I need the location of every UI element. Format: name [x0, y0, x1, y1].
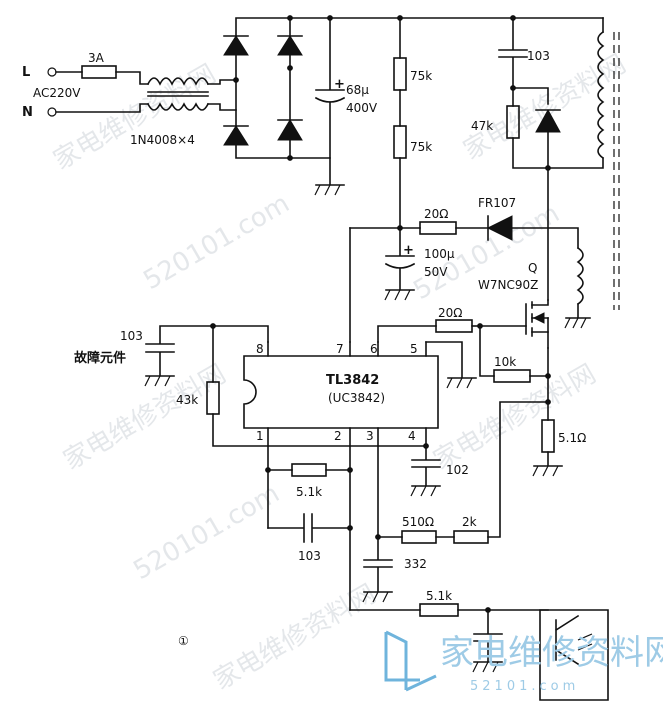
pin-2-label: 2: [334, 429, 342, 443]
fuse-label: 3A: [88, 51, 105, 65]
cs-filter: 332 510Ω 2k: [362, 401, 549, 603]
opto-res: [419, 603, 459, 617]
ic-alt: (UC3842): [328, 391, 385, 405]
cs-res: [493, 369, 531, 383]
fuse: [81, 65, 117, 79]
r-start-2: [393, 125, 407, 159]
vcc-cap-plus: +: [403, 243, 414, 258]
ic-tl3842: TL3842 (UC3842) 8 7 6 5 1 2 3 4: [243, 341, 439, 447]
watermark-cn: 家电维修资料网: [59, 359, 232, 476]
flyback-transformer: [547, 17, 620, 329]
pin-6-label: 6: [370, 342, 378, 356]
diode-d3-icon: [223, 125, 249, 146]
startup-resistors: 75k 75k: [393, 15, 432, 229]
pin-4-label: 4: [408, 429, 416, 443]
r-start-2-label: 75k: [410, 140, 432, 154]
figure-number: ①: [178, 634, 189, 648]
gate-res: [435, 319, 473, 333]
cs-res-label: 10k: [494, 355, 516, 369]
terminal-n-label: N: [22, 105, 33, 120]
mains-label: AC220V: [33, 86, 81, 100]
opto-transistor-icon: [554, 614, 580, 666]
filter-res-2-label: 2k: [462, 515, 477, 529]
bulk-cap-voltage: 400V: [346, 101, 378, 115]
input-section: L N AC220V 3A: [22, 15, 604, 196]
pin-3-label: 3: [366, 429, 374, 443]
terminal-l-label: L: [22, 65, 30, 80]
terminal-n: [47, 107, 57, 117]
snubber-cap-label: 103: [527, 49, 550, 63]
feedback-network: 5.1k 103: [265, 445, 353, 611]
watermark-cn: 家电维修资料网: [429, 359, 602, 476]
aux-res-label: 20Ω: [424, 207, 448, 221]
terminal-l: [47, 67, 57, 77]
mosfet-ref: Q: [528, 261, 537, 275]
filter-res-1-label: 510Ω: [402, 515, 434, 529]
cap-pin4-label: 102: [446, 463, 469, 477]
vcc-cap-value: 100μ: [424, 247, 455, 261]
site-logo-watermark: 家电维修资料网 52101.com: [384, 630, 663, 694]
snubber-res-label: 47k: [471, 119, 493, 133]
gate-network: 20Ω 10k: [377, 306, 549, 383]
diode-d2-icon: [277, 35, 303, 56]
bridge-rectifier: 1N4008×4: [130, 15, 331, 161]
diode-d1-icon: [223, 35, 249, 56]
filter-res-1: [401, 530, 437, 544]
r-start-1-label: 75k: [410, 69, 432, 83]
watermark-site: 520101.com: [139, 189, 295, 297]
comp-cap-label: 103: [298, 549, 321, 563]
aux-diode-label: FR107: [478, 196, 516, 210]
watermark-cn: 家电维修资料网: [209, 579, 382, 696]
r-start-1: [393, 57, 407, 91]
aux-supply: 20Ω FR107 + 100μ 50V: [349, 196, 579, 343]
watermark-cn: 家电维修资料网: [459, 49, 632, 166]
opto-res-label: 5.1k: [426, 589, 452, 603]
bulk-cap-plus: +: [334, 77, 345, 92]
pin4-capacitor: 102: [410, 443, 469, 497]
pin8-network: 103 故障元件 43k: [74, 323, 427, 447]
rt-res-label: 43k: [176, 393, 198, 407]
pin-1-label: 1: [256, 429, 264, 443]
filter-res-2: [453, 530, 489, 544]
watermark-cn: 家电维修资料网: [49, 59, 222, 176]
mosfet-q: Q W7NC90Z 5.1Ω: [478, 261, 586, 477]
ic-part: TL3842: [326, 373, 379, 388]
logo-text: 家电维修资料网: [440, 633, 663, 673]
opto-link: 5.1k: [349, 589, 609, 701]
sense-res-label: 5.1Ω: [558, 431, 586, 445]
pin-5-label: 5: [410, 342, 418, 356]
cap-pin8-label: 103: [120, 329, 143, 343]
aux-res: [419, 221, 457, 235]
vcc-cap-voltage: 50V: [424, 265, 448, 279]
common-mode-choke: [146, 77, 210, 111]
fb-res: [291, 463, 327, 477]
snubber-network: 103 47k: [471, 15, 561, 301]
bridge-label: 1N4008×4: [130, 133, 195, 147]
faulty-part-note: 故障元件: [74, 350, 126, 366]
fb-res-label: 5.1k: [296, 485, 322, 499]
pin-7-label: 7: [336, 342, 344, 356]
watermark-site: 520101.com: [129, 479, 285, 587]
pin-8-label: 8: [256, 342, 264, 356]
bulk-capacitor: + 68μ 400V: [289, 17, 378, 196]
bulk-cap-value: 68μ: [346, 83, 369, 97]
mosfet-part: W7NC90Z: [478, 278, 538, 292]
logo-url: 52101.com: [470, 679, 579, 694]
diode-d4-icon: [277, 119, 303, 141]
gate-res-label: 20Ω: [438, 306, 462, 320]
book-logo-icon: [384, 630, 437, 692]
filter-cap-label: 332: [404, 557, 427, 571]
sense-res: [541, 419, 555, 453]
